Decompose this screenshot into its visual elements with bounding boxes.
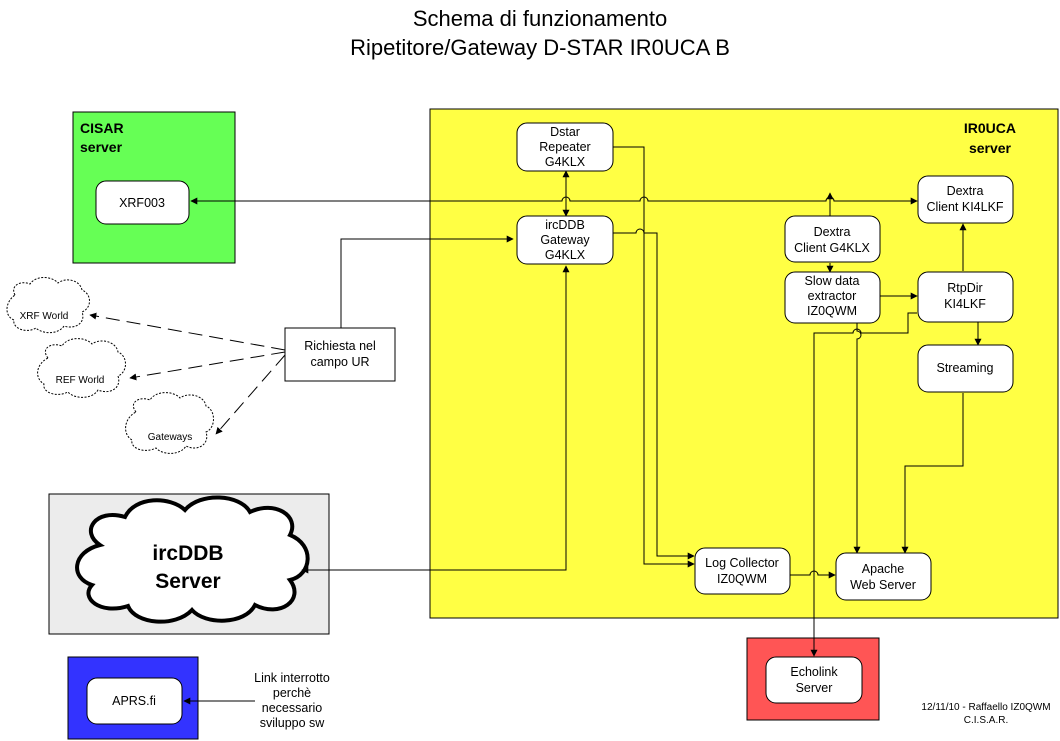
link-richiesta-xrfworld [89, 312, 286, 351]
ircddb-server-label-line2: Server [155, 570, 220, 593]
credit-note-line2: C.I.S.A.R. [964, 715, 1008, 726]
ircddb-server-cloud-icon [75, 495, 310, 624]
dstar-repeater-label-line3: G4KLX [545, 155, 586, 169]
slow-data-extractor-label-line2: extractor [808, 289, 857, 303]
ircddb-server-label-line1: ircDDB [152, 542, 223, 565]
ref-world-cloud-icon [37, 338, 126, 398]
ircddb-gateway-label-line3: G4KLX [545, 248, 586, 262]
streaming-node [917, 344, 1014, 393]
link-interrotto-note-line4: sviluppo sw [260, 716, 326, 730]
dextra-client-ki4lkf-label-line2: Client KI4LKF [926, 200, 1003, 214]
link-slowdata-apache [853, 323, 862, 554]
link-repeater-logcollector [613, 146, 695, 568]
dextra-client-g4klx-label-line2: Client G4KLX [794, 241, 870, 255]
slow-data-extractor-label-line1: Slow data [805, 274, 860, 288]
ircddb-gateway-label-line2: Gateway [540, 233, 590, 247]
richiesta-label-line2: campo UR [310, 355, 369, 369]
gateways-label: Gateways [148, 432, 192, 443]
streaming-label: Streaming [937, 361, 994, 375]
link-ircddb-server-gateway [301, 265, 570, 574]
xrf-world-cloud-icon [6, 277, 90, 334]
link-interrotto-note-line1: Link interrotto [254, 671, 330, 685]
rtpdir-label-line2: KI4LKF [944, 297, 986, 311]
apache-web-server-node [835, 552, 932, 601]
xrf003-label: XRF003 [119, 196, 165, 210]
cisar-server-label-line2: server [80, 139, 123, 155]
dextra-client-ki4lkf-label-line1: Dextra [947, 184, 984, 198]
link-richiesta-refworld [129, 351, 286, 381]
slow-data-extractor-label-line3: IZ0QWM [807, 304, 857, 318]
aprs-fi-label: APRS.fi [112, 694, 156, 708]
dextra-client-g4klx-node [784, 215, 881, 263]
link-logcollector-apache [790, 570, 836, 579]
gateways-cloud-icon [125, 392, 214, 454]
link-interrotto-note-line2: perchè [273, 686, 311, 700]
slow-data-extractor-node [784, 271, 881, 324]
ircddb-gateway-label-line1: ircDDB [545, 218, 585, 232]
dstar-repeater-node [516, 122, 614, 172]
dstar-repeater-label-line1: Dstar [550, 125, 580, 139]
cisar-server-label-line1: CISAR [80, 120, 124, 136]
ir0uca-server-label-line1: IR0UCA [964, 120, 1016, 136]
dstar-repeater-label-line2: Repeater [539, 140, 590, 154]
log-collector-label-line1: Log Collector [705, 556, 779, 570]
rtpdir-node [917, 271, 1014, 323]
ir0uca-server-label-line2: server [969, 140, 1012, 156]
xrf003-node [95, 180, 190, 225]
diagram-title-line1: Schema di funzionamento [413, 6, 667, 31]
ircddb-gateway-node [516, 215, 614, 265]
echolink-server-node [765, 656, 863, 704]
echolink-server-label-line2: Server [796, 681, 833, 695]
diagram-title-line2: Ripetitore/Gateway D-STAR IR0UCA B [350, 35, 730, 60]
richiesta-label-line1: Richiesta nel [304, 339, 376, 353]
link-richiesta-gateways [215, 354, 286, 435]
credit-note-line1: 12/11/10 - Raffaello IZ0QWM [921, 702, 1050, 713]
link-interrotto-note-line3: necessario [262, 701, 322, 715]
dextra-client-ki4lkf-node [917, 175, 1014, 224]
apache-web-server-label-line2: Web Server [850, 578, 916, 592]
dextra-client-g4klx-label-line1: Dextra [814, 225, 851, 239]
xrf-world-label: XRF World [20, 311, 69, 322]
apache-web-server-label-line1: Apache [862, 562, 904, 576]
log-collector-node [694, 547, 791, 595]
richiesta-node [284, 327, 396, 382]
link-rtpdir-echolink [810, 312, 917, 657]
ref-world-label: REF World [56, 375, 105, 386]
link-gateway-logcollector [613, 228, 695, 560]
log-collector-label-line2: IZ0QWM [717, 572, 767, 586]
echolink-server-label-line1: Echolink [790, 665, 838, 679]
rtpdir-label-line1: RtpDir [947, 281, 982, 295]
link-streaming-apache [901, 393, 964, 554]
aprs-fi-node [86, 677, 183, 725]
